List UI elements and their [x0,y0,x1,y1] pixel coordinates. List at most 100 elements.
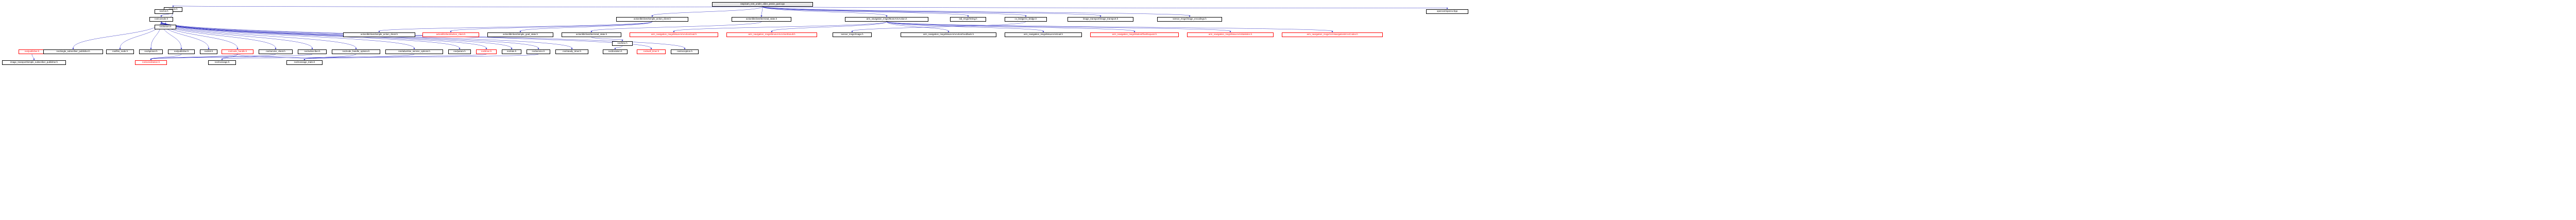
graph-node-c7[interactable]: sensor_msgs/Image.h [833,32,872,37]
graph-node-label: ros/ros.h [168,8,178,11]
graph-node-c9[interactable]: arm_navigation_msgs/MoveArmGoal.h [1005,32,1082,37]
graph-node-label: arm_navigation_msgs/MoveArmActionFeedbac… [923,33,974,36]
graph-node-label: opencv2/opencv.hpp [1436,10,1458,13]
graph-node-d1[interactable]: ros/time.h [612,41,633,46]
graph-node-c3[interactable]: actionlib/client/simple_goal_state.h [487,32,553,37]
graph-node-c4[interactable]: actionlib/client/terminal_state.h [562,32,621,37]
graph-edge [31,54,35,59]
graph-node-label: ros/time.h [617,42,628,45]
graph-node-label: ros/service.h [532,50,545,53]
graph-node-e1[interactable]: ros/single_subscriber_publisher.h [43,49,103,54]
graph-edge [161,21,313,48]
graph-node-label: actionlib/client/terminal_state.h [575,33,607,36]
graph-node-label: actionlib/client/terminal_state.h [745,18,777,21]
graph-node-label: arm_navigation_msgs/ArmNavigationErrorCo… [1307,33,1358,36]
graph-edge [615,45,623,48]
graph-node-e10[interactable]: ros/advertise_service_options.h [385,49,443,54]
graph-node-n6[interactable]: std_msgs/String.h [950,17,986,22]
graph-edge [73,21,162,48]
graph-edge [304,54,415,59]
graph-node-n3[interactable]: actionlib/client/simple_action_client.h [616,17,688,22]
graph-node-e6[interactable]: ros/node_handle.h [222,49,253,54]
graph-node-e13[interactable]: ros/rate.h [502,49,521,54]
graph-node-label: arm_navigation_msgs/MoveArmGoal.h [1024,33,1063,36]
graph-edge [520,21,653,31]
graph-edge [886,21,949,31]
graph-node-e9[interactable]: ros/node_handle_options.h [332,49,380,54]
graph-node-e2[interactable]: ros/this_node.h [106,49,134,54]
graph-node-c2[interactable]: actionlib/client/action_client.h [422,32,479,37]
graph-node-f1[interactable]: ros/serialization.h [135,60,167,65]
graph-node-n2[interactable]: opencv2/opencv.hpp [1426,9,1468,14]
graph-node-label: ros/advertise_service_options.h [398,50,430,53]
graph-edge [762,6,969,16]
graph-node-label: arm_navigation_msgs/MoveArmActionGoal.h [651,33,697,36]
graph-node-label: arm_navigation_msgs/MoveArmActionResult.… [748,33,795,36]
graph-node-label: ros/this_node.h [112,50,128,53]
graph-edge [762,6,1026,16]
graph-node-c12[interactable]: arm_navigation_msgs/ArmNavigationErrorCo… [1282,32,1383,37]
graph-node-label: image_transport/simple_subscriber_publis… [10,61,58,64]
graph-edge [762,6,887,16]
graph-edge [150,54,276,59]
graph-node-b1[interactable]: ros/publisher.h [19,49,45,54]
graph-node-e7[interactable]: ros/service_client.h [259,49,293,54]
graph-edge [379,21,653,31]
graph-node-label: ros/node_handle.h [228,50,247,53]
graph-node-label: ros/console.h [154,18,168,21]
graph-node-e17[interactable]: ros/exception.h [671,49,699,54]
graph-node-m2[interactable]: ros/console.h [149,17,173,22]
graph-node-f3[interactable]: ros/message_traits.h [286,60,323,65]
graph-node-e3[interactable]: ros/spinner.h [139,49,163,54]
graph-node-label: cv_bridge/cv_bridge.h [1014,18,1037,21]
graph-node-label: ros/steady_timer.h [563,50,581,53]
graph-node-e8[interactable]: ros/subscriber.h [298,49,327,54]
graph-node-e14[interactable]: ros/service.h [527,49,550,54]
graph-node-c6[interactable]: arm_navigation_msgs/MoveArmActionResult.… [726,32,817,37]
graph-node-c8[interactable]: arm_navigation_msgs/MoveArmActionFeedbac… [901,32,996,37]
graph-node-e15[interactable]: ros/steady_timer.h [555,49,588,54]
graph-node-c1[interactable]: actionlib/client/simple_action_client.h [343,32,415,37]
graph-node-label: actionlib/client/simple_goal_state.h [503,33,538,36]
graph-node-e4[interactable]: ros/publisher.h [168,49,195,54]
graph-node-e12[interactable]: ros/timer.h [476,49,497,54]
graph-node-c10[interactable]: arm_navigation_msgs/MotionPlanRequest.h [1090,32,1179,37]
graph-edge [762,6,1101,16]
graph-node-label: sensor_msgs/Image.h [841,33,863,36]
graph-node-label: ros/timer.h [481,50,492,53]
graph-edge [886,21,1333,31]
graph-node-m1[interactable]: ros/ros.h [155,9,173,14]
graph-node-label: ros/init.h [204,50,213,53]
graph-node-n5[interactable]: arm_navigation_msgs/MoveArmAction.h [845,17,928,22]
graph-node-root[interactable]: raspicam_test_under_older_jessie_goal.cp… [712,2,813,7]
graph-node-n4[interactable]: actionlib/client/terminal_state.h [732,17,791,22]
graph-node-label: ros/node_handle_options.h [342,50,370,53]
graph-node-label: ros/ros.h [159,10,168,13]
graph-edge [304,54,357,59]
graph-node-n9[interactable]: sensor_msgs/image_encodings.h [1157,17,1222,22]
graph-node-e5[interactable]: ros/init.h [200,49,217,54]
graph-node-label: arm_navigation_msgs/MoveArmAction.h [866,18,907,21]
graph-edge [591,21,762,31]
graph-node-n8[interactable]: image_transport/image_transport.h [1067,17,1133,22]
graph-edge [161,21,357,48]
graph-node-e11[interactable]: ros/param.h [448,49,471,54]
graph-node-label: ros/param.h [453,50,466,53]
graph-node-e16[interactable]: ros/wall_timer.h [637,49,666,54]
graph-node-d2[interactable]: ros/duration.h [603,49,628,54]
graph-node-label: actionlib/client/simple_action_client.h [634,18,671,21]
graph-edge [173,6,763,7]
graph-node-c5[interactable]: arm_navigation_msgs/MoveArmActionGoal.h [630,32,718,37]
graph-node-label: std_msgs/String.h [959,18,977,21]
graph-node-c11[interactable]: arm_navigation_msgs/MoveArmStatistics.h [1187,32,1274,37]
graph-node-label: ros/serialization.h [142,61,160,64]
graph-edge [673,21,887,31]
graph-node-f2[interactable]: ros/message.h [208,60,236,65]
graph-node-label: actionlib/client/action_client.h [436,33,466,36]
graph-edge [886,21,1231,31]
graph-node-n7[interactable]: cv_bridge/cv_bridge.h [1005,17,1047,22]
graph-node-b2[interactable]: image_transport/simple_subscriber_publis… [2,60,66,65]
graph-edge [161,21,276,48]
graph-edge [886,21,1135,31]
graph-node-m3[interactable]: ros/assert.h [155,25,176,29]
